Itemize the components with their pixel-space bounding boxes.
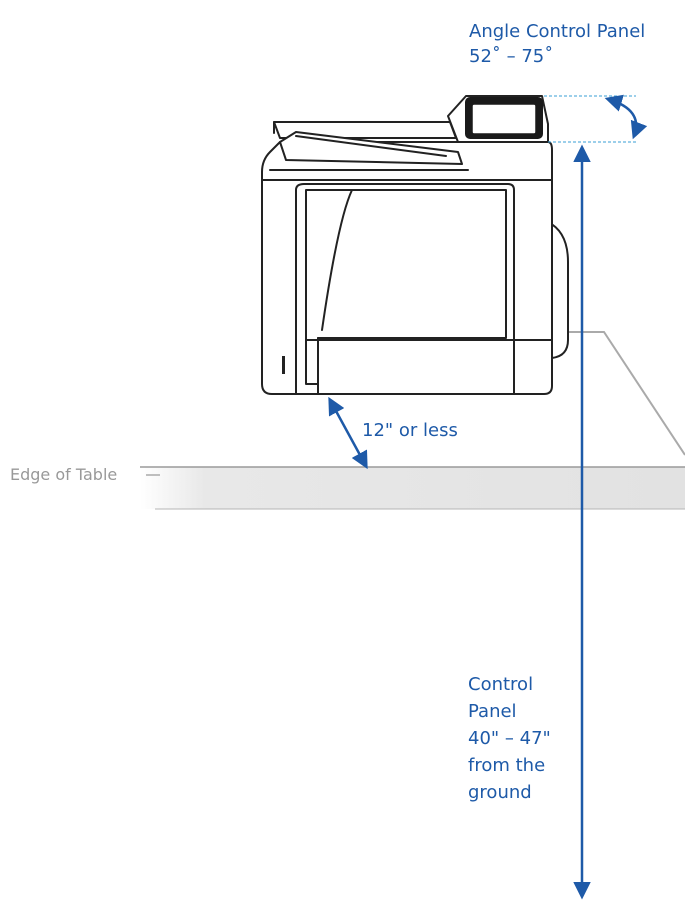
printer-power-button xyxy=(282,356,285,374)
height-label-line: ground xyxy=(468,782,532,803)
height-label-line: from the xyxy=(468,755,546,776)
control-panel-display xyxy=(471,103,537,135)
edge-of-table-label: Edge of Table xyxy=(10,465,118,484)
height-label-line: 40" – 47" xyxy=(468,728,551,749)
table-back-edge xyxy=(568,331,685,456)
angle-guides xyxy=(544,95,636,143)
printer xyxy=(261,95,569,395)
angle-label-range: 52˚ – 75˚ xyxy=(469,46,554,67)
height-label-line: Panel xyxy=(468,701,517,722)
printer-paper-line xyxy=(295,135,447,157)
distance-arrow xyxy=(328,396,368,470)
angle-arc-arrow xyxy=(604,94,648,140)
height-label-line: Control xyxy=(468,674,534,695)
distance-label: 12" or less xyxy=(362,420,458,441)
height-label: Control Panel 40" – 47" from the ground xyxy=(468,673,551,805)
printer-front-door xyxy=(295,183,515,395)
table-surface xyxy=(140,467,685,509)
printer-door-crease xyxy=(321,189,353,331)
angle-label-title: Angle Control Panel xyxy=(469,21,646,42)
